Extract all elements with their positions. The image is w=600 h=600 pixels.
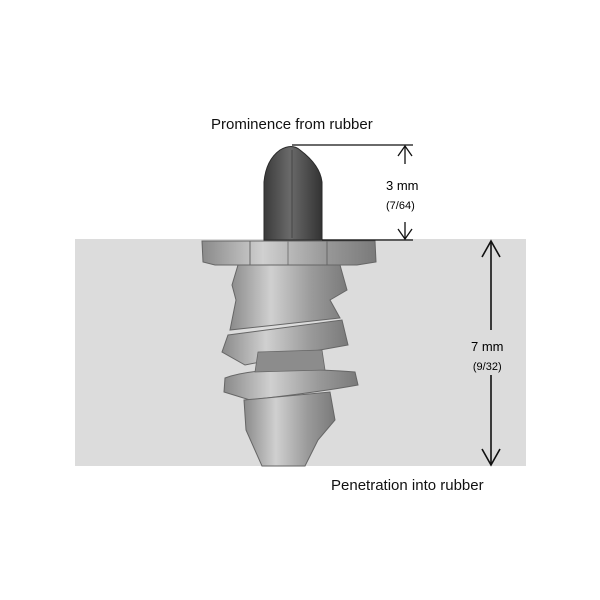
penetration-dimension <box>481 239 501 467</box>
prominence-imperial: (7/64) <box>386 200 415 212</box>
prominence-title: Prominence from rubber <box>211 116 373 133</box>
stud-flange <box>201 240 377 266</box>
penetration-metric: 7 mm <box>471 339 504 354</box>
prominence-metric: 3 mm <box>386 178 419 193</box>
stud-tip <box>263 146 323 241</box>
prominence-value: 3 mm (7/64) <box>386 176 419 216</box>
penetration-value: 7 mm (9/32) <box>471 337 504 377</box>
penetration-title: Penetration into rubber <box>331 477 484 494</box>
penetration-imperial: (9/32) <box>472 361 502 373</box>
stud-threads <box>221 264 359 467</box>
prominence-dimension <box>292 144 413 241</box>
